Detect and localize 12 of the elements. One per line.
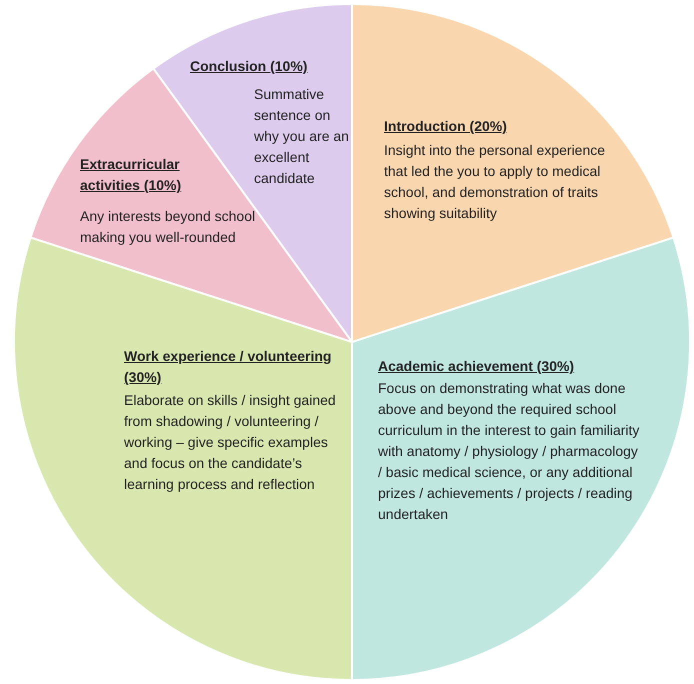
slice-heading: Conclusion (10%): [190, 57, 308, 76]
slice-heading: Extracurricular activities (10%): [80, 155, 182, 195]
slice-heading: Introduction (20%): [384, 117, 508, 136]
slice-text: Insight into the personal experience that led the you to apply to medical school, and demonstration of traits showing suitability: [384, 141, 606, 223]
slice-text: Elaborate on skills / insight gained from shadowing / volunteering / working – give specific examples and focus on the candidate’s learning process and reflection: [124, 391, 337, 494]
slice-heading: Work experience / volunteering (30%): [124, 347, 332, 387]
pie-slice: [352, 237, 690, 680]
slice-heading: Academic achievement (30%): [378, 357, 576, 376]
slice-text: Any interests beyond school making you well-rounded: [80, 207, 256, 247]
pie-slice: [352, 4, 674, 342]
slice-text: Focus on demonstrating what was done above and beyond the required school curriculum in the interest to gain familiarity with anatomy / physiology / pharmacology / basic medical science, or any additional prizes / achievements / projects / reading undertaken: [378, 379, 640, 524]
slice-text: Summative sentence on why you are an excellent candidate: [254, 85, 350, 188]
